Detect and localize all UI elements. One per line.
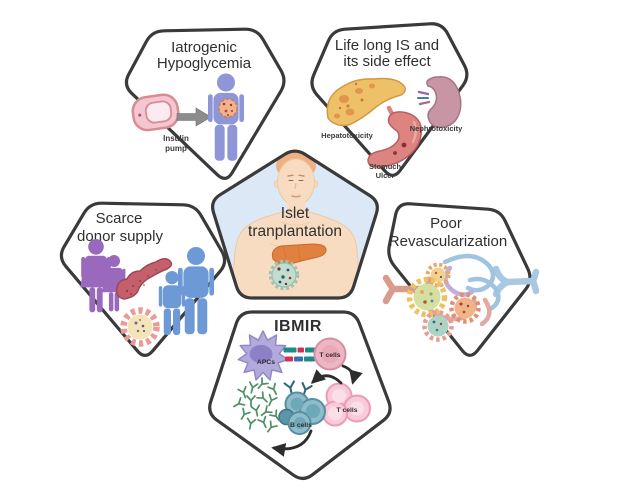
- t-cell-cluster-icon: T cells: [322, 382, 371, 427]
- ibmir-title: IBMIR: [274, 318, 322, 335]
- islet-cell-ring: [120, 307, 160, 347]
- pancreas-icon: [115, 258, 173, 300]
- t-cell-cluster-label: T cells: [336, 407, 357, 414]
- mouth: [291, 195, 301, 198]
- kidney-icon: [417, 76, 462, 129]
- ulcer-spot: [393, 151, 397, 155]
- islet-body: [271, 262, 297, 288]
- t-cell-icon: T cells: [313, 337, 347, 371]
- curved-arrow-icons: [271, 364, 363, 457]
- eyebrows: [287, 174, 305, 177]
- pump-label-line2: pump: [165, 144, 187, 153]
- pentagon-poor-revascularization: Poor Revascularization: [382, 202, 540, 357]
- arrow-bcells-to-antibodies: [271, 429, 313, 457]
- liver-icon: [326, 77, 406, 127]
- islet-core: [127, 314, 153, 340]
- hepatotoxicity-label: Hepatotoxicity: [321, 131, 374, 140]
- center-pentagon-border: [211, 149, 379, 300]
- islet-cluster-teal-icon: [422, 310, 454, 342]
- iatrogenic-title-line2: Hypoglycemia: [157, 55, 252, 72]
- center-title-line2: tranplantation: [248, 223, 342, 240]
- pump-screen: [144, 100, 173, 124]
- b-cell-label: B cells: [290, 422, 312, 429]
- islet-cluster-large-icon: [406, 276, 448, 318]
- t-cell-label: T cells: [319, 352, 340, 359]
- scarce-title-line1: Scarce: [96, 210, 143, 227]
- apc-label: APCs: [257, 359, 275, 366]
- islet-cluster-small-icon: [425, 262, 451, 288]
- center-pentagon-content: [212, 151, 378, 298]
- arrow-cluster-to-bcells: [310, 369, 343, 385]
- ulcer-spot: [401, 142, 407, 148]
- pancreas-shape: [115, 258, 173, 300]
- lifelong-title-line2: its side effect: [343, 53, 431, 70]
- pentagon-scarce-donor-supply: Scarce donor supply: [59, 201, 227, 357]
- revasc-title-line1: Poor: [430, 215, 462, 232]
- stomach-highlight: [411, 120, 417, 144]
- pump-button: [138, 113, 142, 117]
- liver-lines: [282, 244, 301, 262]
- stomach-icon: [367, 105, 423, 168]
- pentagon-ibmir: IBMIR APCs T cells T cells: [208, 310, 392, 481]
- insulin-pump-icon: [131, 93, 180, 132]
- iatrogenic-title-line1: Iatrogenic: [171, 39, 237, 56]
- revasc-title-line2: Revascularization: [389, 233, 507, 250]
- arrow-right-icon: [176, 107, 212, 127]
- islet-ring: [268, 259, 300, 291]
- arrow-tcell-to-cluster: [341, 364, 363, 385]
- lifelong-title-line1: Life long IS and: [335, 37, 439, 54]
- apc-nucleus: [249, 345, 273, 363]
- islet-cluster-orange-icon: [449, 292, 481, 324]
- stomach-shape: [367, 111, 423, 168]
- stomach-ulcer-label-line2: Ulcer: [376, 171, 395, 180]
- pentagon-islet-transplantation: Islet tranplantation: [211, 149, 379, 300]
- pump-label-line1: Insulin: [163, 134, 189, 143]
- pentagon-lifelong-is: Life long IS and its side effect Hepatot…: [310, 22, 469, 180]
- islet-graft-icon: [268, 259, 300, 291]
- receptor-bars-icon: [283, 347, 316, 362]
- pentagon-iatrogenic-hypoglycemia: Iatrogenic Hypoglycemia Insulin pump: [124, 27, 286, 180]
- islet-on-patient-icon: [218, 98, 238, 118]
- islet-cluster-icon: [120, 307, 160, 347]
- center-title-line1: Islet: [281, 205, 310, 222]
- iatrogenic-pentagon-border: [124, 27, 286, 180]
- stomach-ulcer-label-line1: Stomuch: [369, 162, 402, 171]
- nephrotoxicity-label: Nephrotoxicity: [410, 124, 463, 133]
- b-cell-cluster-icon: B cells: [278, 380, 326, 435]
- blood-vessel-blue-icon: [492, 265, 540, 298]
- face: [277, 158, 315, 206]
- apc-cell-icon: APCs: [237, 330, 289, 381]
- kidney-shape: [426, 76, 462, 129]
- nose: [294, 182, 297, 190]
